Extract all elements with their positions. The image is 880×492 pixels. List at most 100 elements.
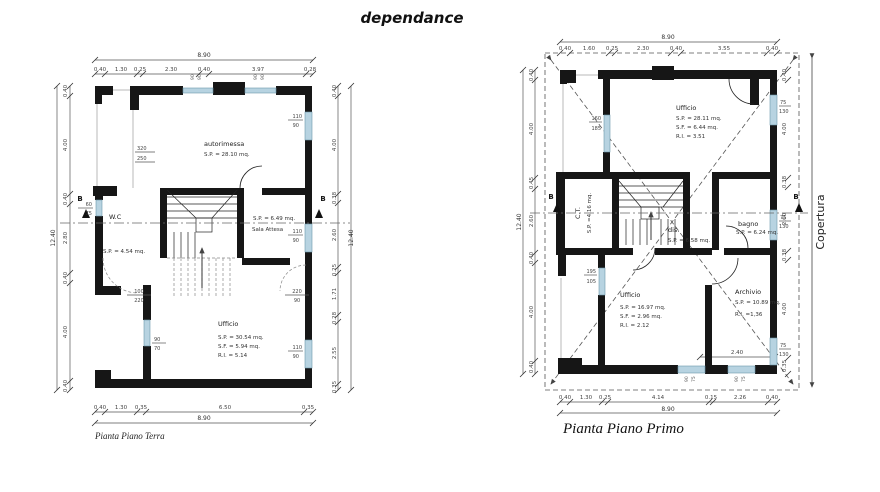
plan-caption: Pianta Piano Primo <box>562 421 684 437</box>
primo-windows <box>598 94 778 374</box>
room-name: autorimessa <box>204 140 244 148</box>
copertura-label: Copertura <box>814 194 827 249</box>
room-area: R.I. = 2.12 <box>620 323 649 329</box>
dim-label: 0.25 <box>134 67 147 73</box>
dim-label: 0.40 <box>63 379 69 392</box>
opening-label: 105 <box>586 279 596 285</box>
section-arrow-icon <box>315 209 323 218</box>
primo-section: B B <box>530 193 808 214</box>
dim-label: 0.25 <box>606 46 619 52</box>
dim-label: 2.30 <box>165 67 178 73</box>
terra-room-labels: autorimessa S.P. = 28.10 mq. W.C S.P. = … <box>103 140 295 359</box>
opening-label: 75 <box>691 376 697 382</box>
dim-label: 1.30 <box>115 405 128 411</box>
sheet-title: dependance <box>360 9 463 27</box>
opening-label: 110 <box>292 345 302 351</box>
plan-primo: 8.90 0.40 1.60 0.25 2.30 0.40 3.55 0.40 … <box>516 34 827 437</box>
section-label: B <box>320 195 325 203</box>
dim-label: 0.40 <box>94 67 107 73</box>
dim-label: 0.28 <box>304 67 317 73</box>
terra-windows <box>95 87 313 369</box>
dim-label: 0.40 <box>63 271 69 284</box>
opening-label: 160 <box>591 116 601 122</box>
opening-label: 90 <box>190 74 196 80</box>
dim-label: 8.90 <box>197 415 211 422</box>
dim-label: 2.55 <box>332 346 338 359</box>
dim-label: 0.40 <box>529 360 535 373</box>
opening-label: 110 <box>292 114 302 120</box>
room-area: S.P. = 16.97 mq. <box>620 305 666 311</box>
section-label: B <box>548 193 553 201</box>
primo-roof <box>544 52 800 391</box>
dim-label: 0.40 <box>559 395 572 401</box>
dim-label: 0.40 <box>559 46 572 52</box>
opening-label: 90 <box>260 74 266 80</box>
dim-label: 12.40 <box>50 229 57 246</box>
terra-walls <box>93 82 312 388</box>
room-name: dis. <box>668 226 679 234</box>
opening-label: 185 <box>591 126 601 132</box>
opening-label: 75 <box>780 343 786 349</box>
room-name: Ufficio <box>218 320 238 328</box>
room-area: S.F. = 2.96 mq. <box>620 314 662 320</box>
terra-section: B B <box>60 195 350 224</box>
opening-label: 220 <box>292 289 302 295</box>
dim-label: 0.40 <box>332 84 338 97</box>
dim-label: 12.40 <box>516 213 523 230</box>
dim-label: 4.00 <box>332 138 338 151</box>
dim-label: 0.38 <box>782 175 788 188</box>
dim-label: 0.15 <box>705 395 718 401</box>
opening-label: 130 <box>779 109 789 115</box>
plan-caption: Pianta Piano Terra <box>94 431 165 441</box>
dim-label: 2.80 <box>63 231 69 244</box>
dim-label: 0.35 <box>302 405 315 411</box>
dim-label: 0.35 <box>135 405 148 411</box>
dim-label: 4.00 <box>782 302 788 315</box>
dim-label: 0.40 <box>782 68 788 81</box>
dim-label: 2.40 <box>731 350 744 356</box>
dim-label: 12.40 <box>348 229 355 246</box>
dim-label: 4.00 <box>63 138 69 151</box>
primo-opening-labels: 160 185 195 105 75 130 75 130 75 130 90 … <box>584 100 791 382</box>
dim-label: 0.35 <box>332 380 338 393</box>
section-arrow-icon <box>82 209 90 218</box>
dim-label: 2.60 <box>529 214 535 227</box>
room-name: Ufficio <box>676 104 696 112</box>
primo-dimensions: 8.90 0.40 1.60 0.25 2.30 0.40 3.55 0.40 … <box>516 34 827 417</box>
dim-label: 8.90 <box>661 406 675 413</box>
opening-label: 90 <box>253 74 259 80</box>
section-arrow-icon <box>553 203 561 212</box>
opening-label: 110 <box>292 229 302 235</box>
opening-label: 90 <box>294 298 300 304</box>
opening-label: 60 <box>86 202 92 208</box>
dim-label: 8.90 <box>661 34 675 41</box>
dim-label: 0.40 <box>529 68 535 81</box>
dim-label: 1.30 <box>115 67 128 73</box>
dim-label: 0.40 <box>63 192 69 205</box>
dim-label: 2.60 <box>332 228 338 241</box>
dim-label: 6.50 <box>219 405 232 411</box>
terra-doors <box>102 165 307 294</box>
dim-label: 4.00 <box>63 325 69 338</box>
opening-label: 130 <box>779 224 789 230</box>
primo-walls <box>556 66 777 374</box>
dim-label: 0.40 <box>766 395 779 401</box>
room-name: Archivio <box>735 288 761 296</box>
section-label: B <box>793 193 798 201</box>
opening-label: 90 <box>154 337 160 343</box>
dim-label: 0.40 <box>670 46 683 52</box>
primo-doors <box>632 78 755 285</box>
dim-label: 1.60 <box>583 46 596 52</box>
dim-label: 1.71 <box>332 288 338 300</box>
opening-label: 75 <box>86 211 92 217</box>
opening-label: 90 <box>293 238 299 244</box>
terra-opening-labels: 320 250 60 75 110 90 110 90 110 90 100 2… <box>78 74 309 360</box>
dim-label: 0.40 <box>529 251 535 264</box>
room-area: S.P. = 6.49 mq. <box>253 216 295 222</box>
primo-room-labels: Ufficio S.P. = 28.11 mq. S.F. = 6.44 mq.… <box>574 104 781 329</box>
room-area: R.I. =1,36 <box>735 312 763 318</box>
room-area: S.P. =4.16 mq. <box>587 193 593 234</box>
dim-label: 4.14 <box>652 395 665 401</box>
